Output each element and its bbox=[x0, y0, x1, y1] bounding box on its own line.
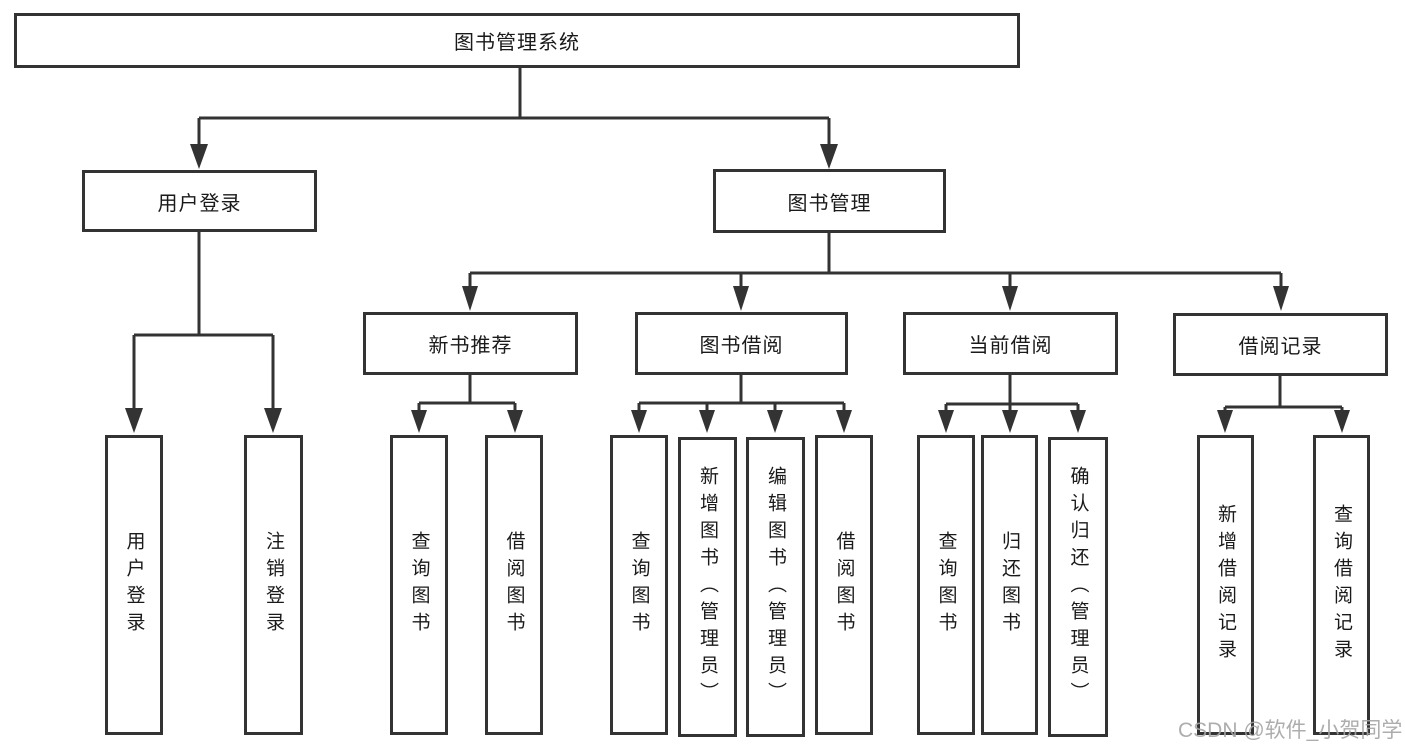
leaf-query-borrow-record: 查询借阅记录 bbox=[1313, 435, 1370, 735]
node-borrowing-records: 借阅记录 bbox=[1173, 313, 1388, 376]
leaf-borrow-books-recommend: 借阅图书 bbox=[485, 435, 543, 735]
leaf-user-login: 用户登录 bbox=[105, 435, 163, 735]
leaf-add-books-admin: 新增图书（管理员） bbox=[678, 437, 737, 737]
leaf-borrow-books: 借阅图书 bbox=[815, 435, 873, 735]
node-user-login: 用户登录 bbox=[82, 170, 317, 232]
leaf-query-books-borrow: 查询图书 bbox=[610, 435, 668, 735]
node-new-book-recommend: 新书推荐 bbox=[363, 312, 578, 375]
leaf-query-books-recommend: 查询图书 bbox=[390, 435, 448, 735]
leaf-logout: 注销登录 bbox=[244, 435, 303, 735]
node-book-borrowing: 图书借阅 bbox=[635, 312, 848, 375]
node-library-management-system: 图书管理系统 bbox=[14, 13, 1020, 68]
leaf-edit-books-admin: 编辑图书（管理员） bbox=[746, 437, 805, 737]
node-current-borrowing: 当前借阅 bbox=[903, 312, 1118, 375]
leaf-return-books: 归还图书 bbox=[981, 435, 1038, 735]
node-book-management: 图书管理 bbox=[713, 169, 946, 233]
leaf-add-borrow-record: 新增借阅记录 bbox=[1197, 435, 1254, 735]
leaf-query-books-current: 查询图书 bbox=[917, 435, 975, 735]
arrowheads bbox=[125, 144, 1350, 433]
csdn-watermark: CSDN @软件_小贺同学 bbox=[1178, 719, 1403, 742]
leaf-confirm-return-admin: 确认归还（管理员） bbox=[1048, 437, 1108, 737]
